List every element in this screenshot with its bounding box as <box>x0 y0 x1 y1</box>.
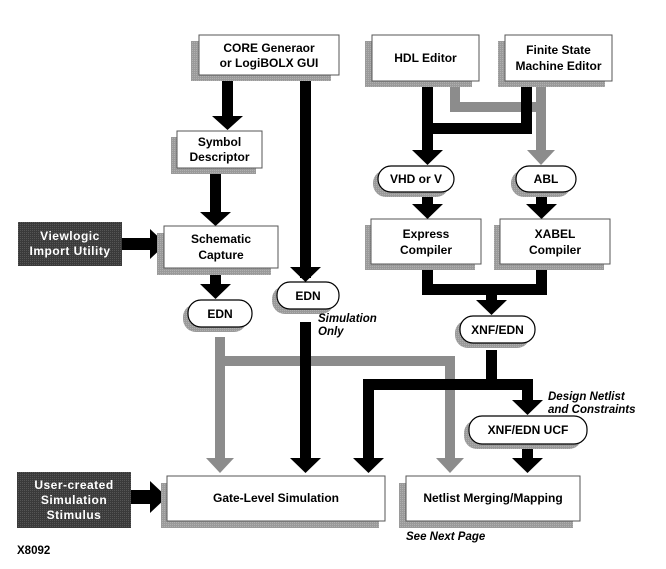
flow-edn-core-to-gate <box>300 322 311 459</box>
flow-viewlogic-to-schematic <box>122 238 152 250</box>
box-hdl-editor-label: HDL Editor <box>394 51 457 65</box>
pill-xnf-edn: XNF/EDN <box>455 315 536 348</box>
box-core-generator-line2: or LogiBOLX GUI <box>220 56 319 70</box>
box-viewlogic-line2: Import Utility <box>30 244 111 258</box>
box-symbol-descriptor: Symbol Descriptor <box>171 130 263 174</box>
arrowhead-edn-core <box>290 267 321 282</box>
flow-express-down <box>422 265 433 295</box>
black-flows <box>122 78 557 513</box>
note-simulation-only-line1: Simulation <box>318 313 377 325</box>
arrowhead-stimulus <box>150 481 167 513</box>
pill-vhd-or-v: VHD or V <box>373 165 455 197</box>
arrowhead-edn-schem <box>200 284 231 299</box>
flow-split-right <box>522 379 533 403</box>
gray-flows <box>206 84 555 473</box>
flow-hdl-to-abl-b <box>450 102 546 112</box>
box-core-generator: CORE Generaor or LogiBOLX GUI <box>191 34 340 81</box>
box-symbol-descriptor-line2: Descriptor <box>189 150 249 164</box>
flow-edn-to-gate <box>215 337 225 459</box>
flow-edn-to-netlist-h <box>225 356 455 366</box>
arrowhead-netlist-gray <box>436 458 464 473</box>
flow-stimulus-to-gate <box>130 490 152 504</box>
flow-split-h <box>363 379 533 390</box>
flow-hdl-to-abl-a <box>450 84 460 112</box>
flow-xnf-down <box>486 350 497 390</box>
box-stimulus-line2: Simulation <box>41 493 107 507</box>
pill-edn-schematic-label: EDN <box>207 307 232 321</box>
pill-vhd-label: VHD or V <box>390 172 442 186</box>
box-viewlogic-line1: Viewlogic <box>40 229 100 243</box>
arrowhead-abl <box>527 150 555 165</box>
pill-xnf-edn-ucf: XNF/EDN UCF <box>464 415 588 449</box>
box-symbol-descriptor-line1: Symbol <box>198 135 241 149</box>
flow-hdl-to-vhd <box>422 84 433 156</box>
flow-core-to-edn <box>300 78 311 278</box>
box-fsm-editor: Finite State Machine Editor <box>498 34 613 87</box>
flow-schematic-to-edn <box>210 267 221 287</box>
arrowhead-xabel <box>526 204 557 219</box>
figure-id: X8092 <box>17 545 50 557</box>
box-express-line2: Compiler <box>400 243 452 257</box>
box-gate-level-sim: Gate-Level Simulation <box>161 475 386 528</box>
pill-abl: ABL <box>511 165 577 197</box>
flow-join-to-xnf <box>486 284 497 302</box>
flow-ucf-to-netlist <box>522 446 533 460</box>
box-xabel-line1: XABEL <box>535 227 576 241</box>
box-viewlogic-import: Viewlogic Import Utility <box>18 222 122 266</box>
box-schematic-line2: Capture <box>198 248 244 262</box>
arrowhead-schematic <box>200 212 231 226</box>
box-gate-level-label: Gate-Level Simulation <box>213 491 339 505</box>
box-user-stimulus: User-created Simulation Stimulus <box>17 472 131 528</box>
flow-xabel-down <box>536 265 547 295</box>
box-fsm-editor-line1: Finite State <box>526 43 591 57</box>
pill-edn-core: EDN <box>272 281 340 314</box>
flow-fsm-to-abl <box>536 84 546 152</box>
arrowhead-ucf <box>512 400 543 415</box>
note-see-next-page: See Next Page <box>406 531 486 543</box>
box-stimulus-line1: User-created <box>34 478 113 492</box>
arrowhead-gate-core <box>290 458 321 473</box>
flow-symbol-to-schematic <box>210 166 221 216</box>
arrowhead-vhd <box>412 150 443 165</box>
flow-fsm-to-vhd-v <box>521 84 532 134</box>
flow-vhd-to-express <box>422 190 433 208</box>
pill-xnf-edn-ucf-label: XNF/EDN UCF <box>488 423 569 437</box>
arrowhead-express <box>412 204 443 219</box>
note-design-netlist-line2: and Constraints <box>548 404 636 416</box>
arrowhead-gate-xnf <box>353 458 384 473</box>
pill-xnf-edn-label: XNF/EDN <box>471 323 524 337</box>
box-express-compiler: Express Compiler <box>365 218 482 270</box>
flow-split-left <box>363 379 374 459</box>
arrowhead-xnf <box>476 300 507 315</box>
pill-edn-core-label: EDN <box>295 289 320 303</box>
box-netlist-merging: Netlist Merging/Mapping <box>399 475 581 528</box>
box-express-line1: Express <box>403 227 450 241</box>
box-netlist-label: Netlist Merging/Mapping <box>423 491 562 505</box>
box-core-generator-line1: CORE Generaor <box>223 41 315 55</box>
flow-core-to-symbol <box>222 78 233 118</box>
box-schematic-line1: Schematic <box>191 232 251 246</box>
arrowhead-symbol <box>212 116 243 130</box>
box-schematic-capture: Schematic Capture <box>157 225 279 275</box>
arrowhead-gate-gray <box>206 458 234 473</box>
pill-edn-schematic: EDN <box>183 299 253 332</box>
box-xabel-compiler: XABEL Compiler <box>494 218 611 270</box>
flow-edn-to-netlist-v <box>445 356 455 459</box>
box-fsm-editor-line2: Machine Editor <box>515 59 601 73</box>
flow-fsm-to-vhd-h <box>422 123 532 134</box>
note-design-netlist-line1: Design Netlist <box>548 391 626 403</box>
box-xabel-line2: Compiler <box>529 243 581 257</box>
box-hdl-editor: HDL Editor <box>365 34 480 87</box>
flow-abl-to-xabel <box>536 190 547 208</box>
pill-abl-label: ABL <box>534 172 559 186</box>
arrowhead-netlist-ucf <box>512 458 543 473</box>
flow-compilers-join <box>422 284 547 295</box>
box-stimulus-line3: Stimulus <box>47 508 102 522</box>
note-simulation-only-line2: Only <box>318 326 344 338</box>
